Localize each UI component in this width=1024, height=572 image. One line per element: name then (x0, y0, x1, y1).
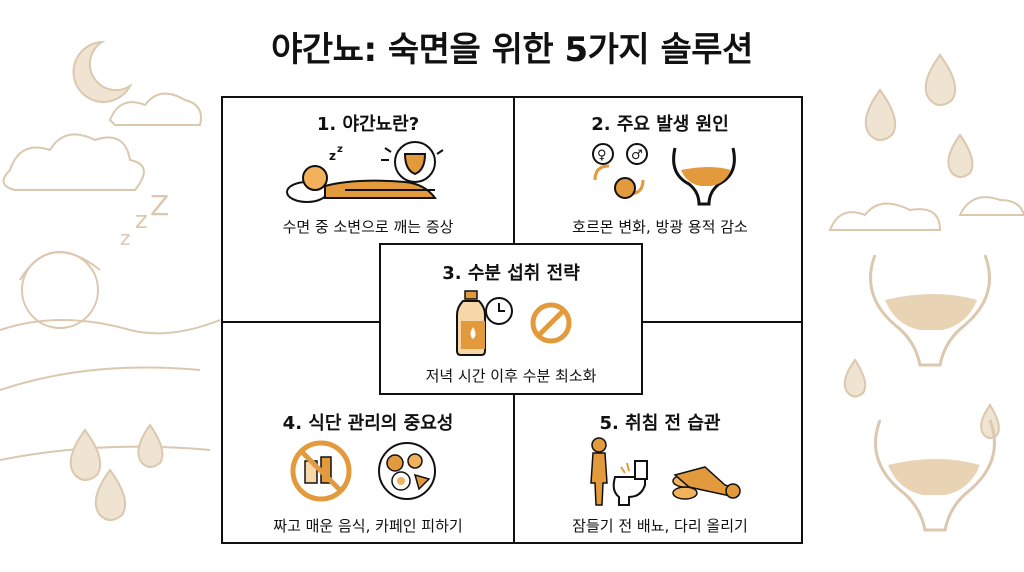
cloud-icon (2, 133, 145, 191)
section-caption: 저녁 시간 이후 수분 최소화 (425, 367, 597, 385)
cloud-icon (828, 202, 942, 231)
section-heading: 2. 주요 발생 원인 (591, 114, 729, 135)
section-card-1: 1. 야간뇨란? z z 수면 중 소변으로 깨는 증상 (223, 98, 513, 321)
svg-text:z: z (329, 149, 336, 163)
water-drop-icon (864, 88, 896, 141)
section-caption: 짜고 매운 음식, 카페인 피하기 (273, 517, 463, 535)
svg-text:z: z (337, 144, 343, 155)
svg-text:z: z (120, 226, 131, 250)
food-avoid-icon (290, 440, 436, 502)
svg-text:♀: ♀ (597, 148, 607, 163)
section-caption: 호르몬 변화, 방광 용적 감소 (572, 218, 748, 236)
water-drop-icon (947, 133, 974, 178)
section-card-3: 3. 수분 섭취 전략 저녁 시간 이후 수분 최소화 (379, 243, 643, 395)
water-drop-icon (843, 358, 867, 398)
moon-icon (72, 40, 133, 103)
water-drop-icon (924, 53, 956, 106)
section-caption: 수면 중 소변으로 깨는 증상 (282, 218, 454, 236)
section-heading: 5. 취침 전 습관 (599, 413, 721, 434)
section-card-4: 4. 식단 관리의 중요성 짜고 매운 음식, 카페인 피하기 (223, 323, 513, 546)
water-drop-icon (69, 428, 101, 481)
section-heading: 4. 식단 관리의 중요성 (282, 413, 454, 434)
bladder-icon (869, 254, 991, 367)
hormone-bladder-icon: ♀ ♂ (592, 143, 736, 206)
toilet-legs-up-icon (590, 437, 741, 506)
water-bottle-clock-icon (456, 290, 572, 356)
sleeping-person-bladder-icon: z z (286, 141, 444, 203)
bladder-icon (874, 419, 996, 532)
section-card-2: 2. 주요 발생 원인 ♀ ♂ 호르몬 변화, 방광 용적 감소 (515, 98, 805, 321)
section-caption: 잠들기 전 배뇨, 다리 올리기 (572, 517, 748, 535)
page-title: 야간뇨: 숙면을 위한 5가지 솔루션 (271, 30, 753, 70)
svg-text:Z: Z (150, 189, 169, 222)
water-drop-icon (137, 423, 164, 468)
section-heading: 1. 야간뇨란? (316, 114, 420, 135)
cloud-icon (958, 196, 1024, 216)
section-heading: 3. 수분 섭취 전략 (442, 263, 580, 284)
svg-text:z: z (135, 206, 148, 234)
svg-text:♂: ♂ (631, 148, 643, 163)
section-card-5: 5. 취침 전 습관 잠들기 전 배뇨, 다리 올리기 (515, 323, 805, 546)
cloud-icon (108, 92, 202, 126)
water-drop-icon (94, 468, 126, 521)
